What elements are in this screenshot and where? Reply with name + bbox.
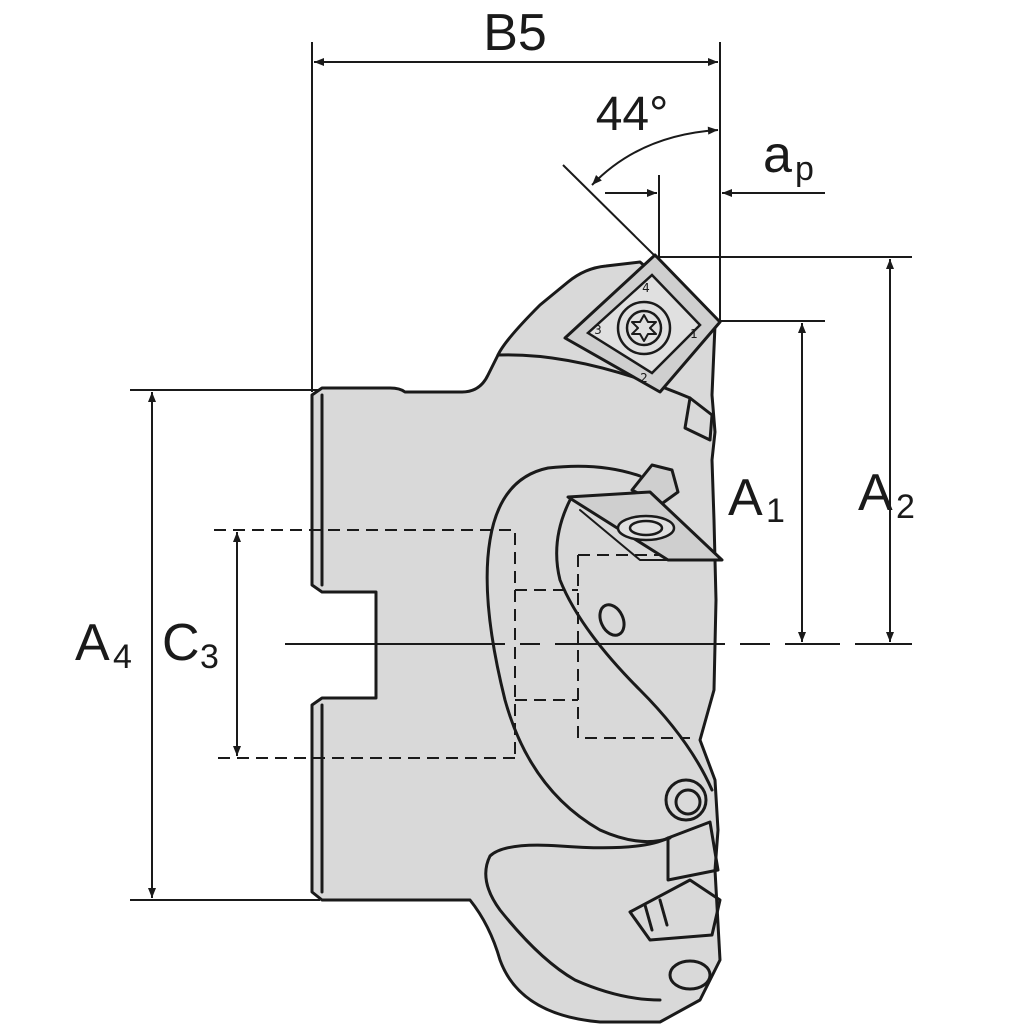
insert-mark-1: 1: [690, 327, 698, 341]
cutter-body: [310, 260, 722, 1024]
dim-label-a4-main: A: [75, 614, 110, 672]
dim-label-a1-main: A: [728, 469, 763, 527]
dim-label-a1: A 1: [728, 469, 785, 530]
dim-label-b5: B5: [483, 4, 547, 62]
insert-mark-4: 4: [642, 281, 650, 295]
dim-label-a1-sub: 1: [766, 492, 785, 530]
dim-label-a2-main: A: [858, 464, 893, 522]
dim-label-ap-sub: p: [795, 150, 814, 188]
top-insert: 4 1 2 3: [563, 253, 722, 394]
dim-label-c3-main: C: [162, 614, 200, 672]
dim-label-a4: A 4: [75, 614, 132, 676]
dimension-lines: [130, 42, 912, 901]
dim-label-a4-sub: 4: [113, 638, 132, 676]
dim-label-ap-main: a: [763, 126, 792, 184]
dim-label-a2: A 2: [858, 464, 915, 526]
insert-mark-3: 3: [594, 323, 602, 337]
dim-label-angle: 44°: [596, 88, 669, 141]
dim-label-ap: a p: [763, 126, 814, 188]
dim-label-a2-sub: 2: [896, 488, 915, 526]
middle-insert: [566, 463, 724, 562]
hidden-lines: [214, 529, 690, 759]
insert-mark-2: 2: [640, 371, 648, 385]
dim-label-c3: C 3: [162, 614, 219, 676]
dim-label-c3-sub: 3: [200, 638, 219, 676]
